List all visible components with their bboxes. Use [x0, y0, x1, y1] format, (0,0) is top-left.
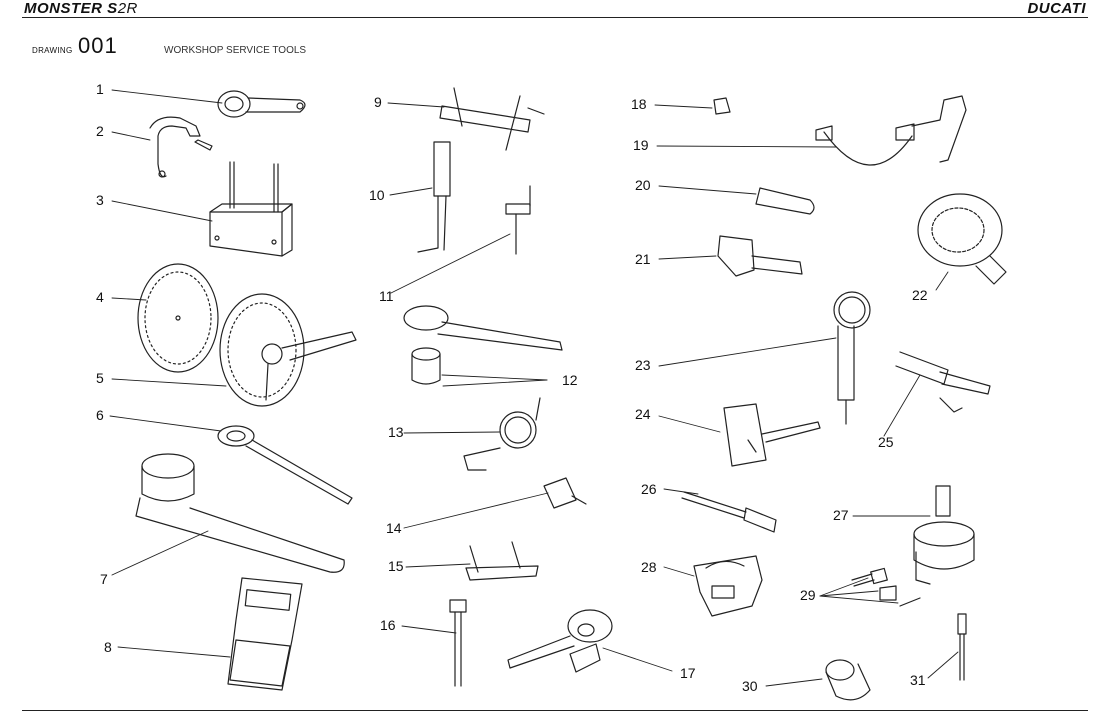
part-number-7: 7: [100, 571, 108, 587]
tool-7-socket-handle: [135, 453, 345, 573]
part-number-9: 9: [374, 94, 382, 110]
tool-27-puller: [913, 485, 975, 585]
tool-16-rod: [449, 599, 467, 687]
part-number-26: 26: [641, 481, 657, 497]
part-number-17: 17: [680, 665, 696, 681]
tool-12-socket-spanner: [403, 305, 563, 385]
tool-20-cylinder: [755, 187, 815, 215]
tool-17-holder: [507, 609, 613, 673]
tool-6-pin-wrench: [217, 425, 353, 505]
tool-8-tester: [227, 577, 303, 691]
part-number-13: 13: [388, 424, 404, 440]
tool-11-bent-pin: [505, 185, 531, 255]
part-number-6: 6: [96, 407, 104, 423]
part-number-2: 2: [96, 123, 104, 139]
tool-24-stud-plate: [723, 403, 821, 467]
part-number-4: 4: [96, 289, 104, 305]
part-number-21: 21: [635, 251, 651, 267]
tool-31-pin: [957, 613, 967, 681]
part-number-11: 11: [379, 288, 394, 304]
part-number-18: 18: [631, 96, 647, 112]
model-title: MONSTER S2R: [24, 0, 138, 17]
tool-3-block: [209, 161, 293, 257]
leader-lines: [109, 89, 959, 687]
model-suffix: 2R: [117, 0, 138, 17]
part-number-24: 24: [635, 406, 651, 422]
tool-2-hook: [149, 116, 213, 178]
part-number-30: 30: [742, 678, 758, 694]
part-number-14: 14: [386, 520, 402, 536]
tool-1-ring-spanner: [217, 90, 306, 118]
part-number-15: 15: [388, 558, 404, 574]
part-number-5: 5: [96, 370, 104, 386]
tool-14-knurled: [543, 477, 587, 509]
part-number-19: 19: [633, 137, 649, 153]
footer-rule: [22, 710, 1088, 711]
part-number-3: 3: [96, 192, 104, 208]
tool-22-gear-ring: [917, 193, 1007, 285]
part-number-1: 1: [96, 81, 104, 97]
tool-29-pins: [851, 567, 921, 607]
tool-30-socket: [825, 659, 871, 701]
part-number-22: 22: [912, 287, 928, 303]
part-number-10: 10: [369, 187, 385, 203]
part-number-29: 29: [800, 587, 816, 603]
tool-9-puller: [439, 87, 545, 151]
header-rule: [22, 17, 1088, 18]
part-number-31: 31: [910, 672, 926, 688]
brand-name: DUCATI: [1027, 0, 1086, 17]
tool-25-t-handle: [895, 351, 991, 413]
part-number-20: 20: [635, 177, 651, 193]
drawing-number: 001: [78, 33, 118, 58]
part-number-27: 27: [833, 507, 849, 523]
tool-28-meter: [693, 555, 763, 617]
tool-26-threaded-rod: [681, 491, 777, 533]
tool-15-plate: [465, 541, 539, 581]
drawing-title: WORKSHOP SERVICE TOOLS: [164, 45, 307, 56]
tool-4-degree-wheel: [137, 263, 219, 373]
tool-13-dial-gauge: [463, 397, 541, 471]
part-number-28: 28: [641, 559, 657, 575]
part-number-23: 23: [635, 357, 651, 373]
part-number-12: 12: [562, 372, 578, 388]
part-number-16: 16: [380, 617, 396, 633]
tool-23-dial-indicator: [833, 291, 871, 425]
tool-5-degree-wheel-bar: [219, 293, 357, 407]
tool-10-pin: [417, 141, 451, 253]
model-name: MONSTER S: [24, 0, 118, 17]
tool-21-clamp: [717, 235, 803, 277]
tool-19-bracket: [815, 95, 967, 166]
part-number-25: 25: [878, 434, 894, 450]
part-number-8: 8: [104, 639, 112, 655]
drawing-label: DRAWING: [32, 46, 73, 55]
tool-18-nut: [713, 97, 731, 115]
